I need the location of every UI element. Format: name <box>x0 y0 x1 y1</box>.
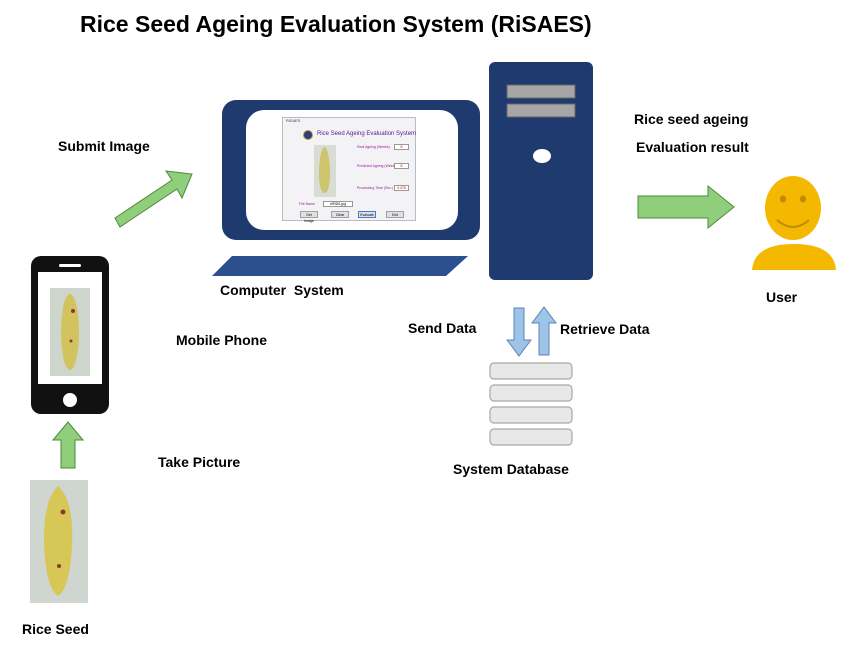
app-field2-value: 8 <box>394 163 409 169</box>
mobile-phone-label: Mobile Phone <box>176 332 267 348</box>
submit-image-label: Submit Image <box>58 138 150 154</box>
system-database-label: System Database <box>453 461 569 477</box>
result-arrow <box>637 184 735 230</box>
app-titlebar: RiSAES <box>286 118 301 123</box>
send-data-label: Send Data <box>408 320 477 336</box>
database-icon <box>489 362 573 446</box>
app-file-label: File Name <box>299 202 315 206</box>
take-picture-label: Take Picture <box>158 454 241 470</box>
app-field2-label: Predicted Ageing (Weeks) <box>357 164 398 168</box>
result-label-line1: Rice seed ageing <box>634 111 749 127</box>
app-seed-image <box>319 147 330 193</box>
app-field3-value: 0.476 <box>394 185 409 191</box>
user-label: User <box>766 289 798 305</box>
rice-seed-photo <box>30 480 88 603</box>
result-label-line2: Evaluation result <box>636 139 749 155</box>
app-exit-button[interactable]: Exit <box>386 211 404 218</box>
app-logo-icon <box>303 130 313 140</box>
app-field1-label: Real Ageing (Weeks) <box>357 145 390 149</box>
app-evaluate-button[interactable]: Evaluate <box>358 211 376 218</box>
computer-system-label: Computer System <box>220 282 344 298</box>
page-title: Rice Seed Ageing Evaluation System (RiSA… <box>80 11 592 37</box>
retrieve-data-arrow <box>531 306 557 356</box>
retrieve-data-label: Retrieve Data <box>560 321 650 337</box>
app-heading: Rice Seed Ageing Evaluation System <box>317 131 417 137</box>
mobile-phone-icon <box>31 256 109 414</box>
server-tower-icon <box>489 62 593 280</box>
take-picture-arrow <box>51 421 85 469</box>
rice-seed-label: Rice Seed <box>22 621 89 637</box>
app-get-image-button[interactable]: Get Image <box>300 211 318 223</box>
send-data-arrow <box>506 307 532 357</box>
user-icon <box>752 176 836 270</box>
app-field3-label: Processing Time (Sec.) <box>357 186 394 190</box>
app-clear-button[interactable]: Clear <box>331 211 349 218</box>
app-field1-value: 8 <box>394 144 409 150</box>
submit-image-arrow <box>114 170 193 228</box>
app-window-screenshot: RiSAES Rice Seed Ageing Evaluation Syste… <box>282 117 417 223</box>
app-file-value: xRS81.jpg <box>323 201 353 207</box>
